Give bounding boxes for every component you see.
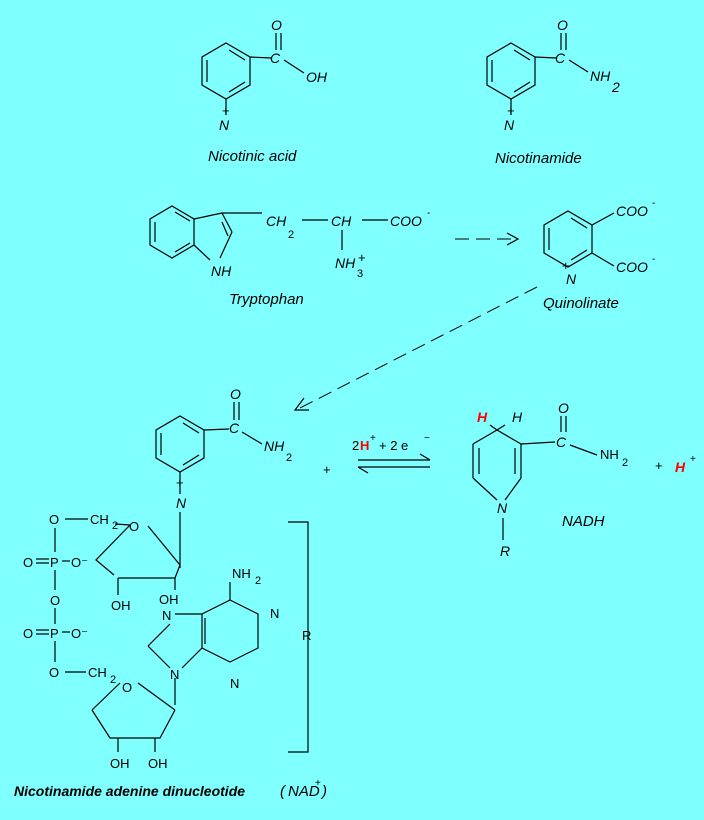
nadh-r-group: R [500, 543, 510, 559]
quinolinate-coo-top-charge: - [652, 198, 655, 209]
reaction-plus-proton: + [655, 458, 663, 473]
nadh-amide-c: C [556, 434, 567, 450]
nadh-h-black: H [512, 409, 523, 425]
reagent-two: 2 [352, 438, 359, 453]
arrow-head-to-nad [293, 397, 309, 411]
lower-ribose-oh-left: OH [110, 756, 130, 771]
upper-ribose-oh-right: OH [159, 592, 179, 607]
upper-phosphate-p: P [50, 555, 59, 570]
upper-ch2-subscript: 2 [112, 520, 118, 532]
tryptophan-ch2-group: CH [266, 213, 287, 229]
proton-h: H [675, 459, 686, 475]
label-tryptophan: Tryptophan [229, 291, 304, 308]
nad-amide-nh-group: NH [264, 438, 285, 454]
nadh-amide-nh-subscript: 2 [622, 457, 628, 469]
nadh-n-atom: N [497, 500, 508, 516]
nad-amide-nh-subscript: 2 [286, 452, 292, 464]
label-nad-open-paren: ( [280, 783, 287, 800]
lower-ribose-o: O [122, 680, 132, 695]
quinolinate-n-charge: + [562, 258, 570, 273]
nicotinamide-structure: O C NH 2 N + [486, 17, 620, 133]
reaction-plus-nad: + [323, 462, 331, 477]
tryptophan-ch2-subscript: 2 [288, 229, 294, 241]
label-nad-abbrev: NAD [288, 783, 320, 800]
nicotinic-o-atom: O [271, 17, 282, 33]
reagent-h: H [360, 438, 369, 453]
nad-pyridinium-n: N [176, 495, 187, 511]
reagent-electrons: + 2 e [379, 438, 408, 453]
lower-ch2-subscript: 2 [110, 674, 116, 686]
pyrophosphate-bridge-o: O [50, 593, 60, 608]
tryptophan-nh3-group: NH [335, 255, 356, 271]
nad-amide-c-atom: C [229, 420, 240, 436]
label-nicotinic-acid: Nicotinic acid [208, 148, 297, 165]
quinolinate-coo-bottom: COO [616, 259, 648, 275]
nad-structure: O C NH 2 + N O OH OH O CH 2 O P O⁻ O O [23, 386, 311, 771]
adenine-n7: N [162, 608, 171, 623]
upper-phosphate-bridge-o: O [49, 512, 59, 527]
adenine-n1: N [270, 606, 279, 621]
reagent-electron-charge: − [424, 433, 430, 444]
nicotinamide-nh-group: NH [590, 68, 611, 84]
upper-phosphate-o-minus: O⁻ [71, 555, 88, 570]
upper-ribose-o: O [129, 519, 139, 534]
quinolinate-n-atom: N [566, 271, 577, 287]
nadh-amide-o: O [558, 400, 569, 416]
label-nicotinamide: Nicotinamide [495, 150, 582, 167]
lower-phosphate-o-minus: O⁻ [71, 626, 88, 641]
nicotinamide-o-atom: O [557, 17, 568, 33]
upper-ch2-group: CH [90, 512, 109, 527]
lower-phosphate-p: P [50, 626, 59, 641]
adenine-nh2-group: NH [232, 566, 251, 581]
tryptophan-structure: NH CH 2 CH COO - NH 3 + [149, 205, 430, 280]
upper-ribose-oh-left: OH [111, 598, 131, 613]
tryptophan-nh3-charge: + [358, 250, 366, 265]
quinolinate-structure: COO - COO - N + [543, 198, 655, 287]
quinolinate-coo-bottom-charge: - [652, 254, 655, 265]
nadh-h-red: H [477, 409, 488, 425]
nicotinic-acid-structure: O C OH N + [201, 17, 328, 133]
label-nad-full-name: Nicotinamide adenine dinucleotide [14, 783, 245, 799]
lower-ch2-group: CH [88, 665, 107, 680]
tryptophan-nh3-subscript: 3 [357, 268, 363, 280]
tryptophan-coo-charge: - [427, 208, 430, 219]
nadh-structure: H H O C NH 2 N R [472, 400, 628, 559]
arrow-quinolinate-to-nad [299, 286, 538, 409]
lower-phosphate-bridge-o: O [49, 665, 59, 680]
adenine-n9: N [170, 667, 179, 682]
tryptophan-nh-atom: NH [211, 263, 232, 279]
lower-phosphate-o-double: O [23, 626, 33, 641]
nicotinamide-c-atom: C [555, 50, 566, 66]
arrow-head-to-quinolinate [506, 232, 520, 246]
adenine-nh2-subscript: 2 [255, 575, 261, 587]
label-nad-charge: + [315, 778, 321, 789]
proton-charge: + [690, 454, 696, 465]
lower-ribose-oh-right: OH [148, 756, 168, 771]
upper-phosphate-o-double: O [23, 555, 33, 570]
label-quinolinate: Quinolinate [543, 295, 619, 312]
label-nadh: NADH [562, 513, 605, 530]
bracket-r-label: R [302, 628, 311, 643]
nicotinamide-nh-subscript: 2 [611, 79, 620, 95]
nicotinic-oh-group: OH [306, 69, 328, 85]
adenine-n3: N [230, 676, 239, 691]
nad-amide-o-atom: O [230, 386, 241, 402]
nicotinic-n-atom: N [219, 117, 230, 133]
reagent-h-charge: + [370, 433, 376, 444]
tryptophan-ch-group: CH [331, 213, 352, 229]
nadh-amide-nh: NH [600, 447, 619, 462]
quinolinate-coo-top: COO [616, 203, 648, 219]
nicotinamide-n-atom: N [504, 117, 515, 133]
label-nad-close-paren: ) [320, 783, 327, 800]
tryptophan-coo-group: COO [390, 213, 422, 229]
nicotinic-c-atom: C [270, 50, 281, 66]
